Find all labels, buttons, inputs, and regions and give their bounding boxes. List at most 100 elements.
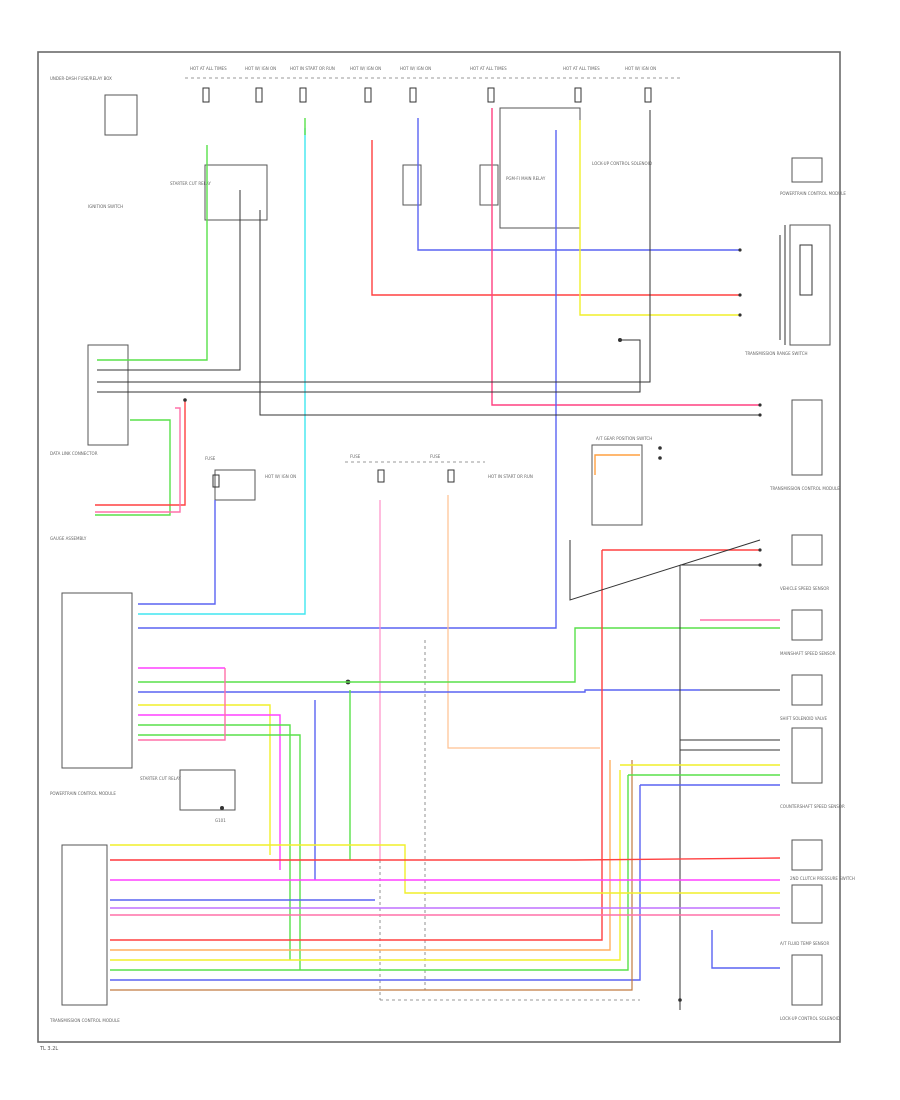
fuse-icon — [299, 87, 307, 103]
conn-box-a — [791, 534, 823, 566]
mainshaft-label: MAINSHAFT SPEED SENSOR — [780, 651, 836, 656]
wire-red-3 — [110, 550, 603, 941]
pin-dot — [758, 413, 762, 417]
wire-green-2 — [95, 419, 171, 516]
fuse-label-5: HOT W/ IGN ON — [400, 66, 431, 71]
mid-fuse-desc-1: HOT W/ IGN ON — [265, 474, 296, 479]
wire-green-1 — [97, 145, 208, 361]
top-fuse-labels: HOT AT ALL TIMES HOT W/ IGN ON HOT IN ST… — [50, 66, 656, 81]
pressure-label: 2ND CLUTCH PRESSURE SWITCH — [790, 876, 855, 881]
fuse-icon — [409, 87, 417, 103]
conn-box-f — [791, 884, 823, 924]
mid-fuse-box-1 — [214, 469, 256, 501]
pin-dot — [758, 403, 762, 407]
pin-dot — [618, 338, 622, 342]
wire-blue-3 — [138, 500, 216, 605]
conn-box-b — [791, 609, 823, 641]
pin-dot — [758, 548, 762, 552]
wire-orange-2 — [110, 760, 611, 951]
lockup-label-top: LOCK-UP CONTROL SOLENOID — [592, 161, 652, 166]
wire-pink-1 — [95, 407, 181, 513]
tcm-conn-box — [791, 399, 823, 476]
wire-green-4 — [138, 724, 291, 960]
tcm-left-connector — [61, 844, 108, 1006]
wire-blue-2 — [138, 130, 557, 629]
shift-lock-label: A/T GEAR POSITION SWITCH — [596, 436, 652, 441]
lockup-label: LOCK-UP CONTROL SOLENOID — [780, 1016, 840, 1021]
fuse-symbols — [202, 87, 652, 103]
ign-switch-label: IGNITION SWITCH — [88, 204, 123, 209]
conn-box-d — [791, 727, 823, 784]
pin-dot — [738, 313, 742, 317]
wire-blue-8 — [711, 930, 780, 969]
fuse-icon — [644, 87, 652, 103]
mid-fuse-label-3: FUSE — [430, 454, 441, 459]
conn-box-c — [791, 674, 823, 706]
pin-dot — [658, 456, 662, 460]
speed-sensor-label: VEHICLE SPEED SENSOR — [780, 586, 829, 591]
wire-beige — [447, 495, 600, 749]
fuse-icon — [364, 87, 372, 103]
mid-fuse-label-2: FUSE — [350, 454, 361, 459]
data-link-label: DATA LINK CONNECTOR — [50, 451, 98, 456]
pin-dot — [758, 563, 762, 567]
range-switch-contacts — [799, 244, 813, 296]
fuse-icon — [447, 469, 455, 483]
wire-red-5 — [110, 857, 781, 861]
starter-cut-relay-box — [204, 164, 268, 221]
fuse-label-4: HOT W/ IGN ON — [350, 66, 381, 71]
pcm-top-label: POWERTRAIN CONTROL MODULE — [780, 191, 846, 196]
wire-pink-4 — [138, 668, 226, 741]
wire-black-2 — [259, 210, 760, 416]
wire-black-3 — [97, 110, 651, 383]
starter-cut-relay-label: STARTER CUT RELAY — [170, 181, 211, 186]
wire-blue-6 — [110, 785, 641, 981]
fuse-icon — [202, 87, 210, 103]
fuse-label-2: HOT W/ IGN ON — [245, 66, 276, 71]
pin-dot — [738, 293, 742, 297]
wire-green-7 — [110, 775, 629, 971]
solenoid-label: SHIFT SOLENOID VALVE — [780, 716, 828, 721]
data-link-box — [87, 344, 129, 446]
wire-yellow-4 — [110, 844, 780, 894]
wire-brown — [110, 760, 633, 991]
fuse-icon — [255, 87, 263, 103]
tcm-conn-label: TRANSMISSION CONTROL MODULE — [769, 486, 840, 491]
fuse-label-8: HOT W/ IGN ON — [625, 66, 656, 71]
mid-fuse-label-1: FUSE — [205, 456, 216, 461]
range-switch-label: TRANSMISSION RANGE SWITCH — [744, 351, 808, 356]
wire-blue-1 — [417, 118, 740, 251]
pcm-left-connector — [61, 592, 133, 769]
tcm-label: TRANSMISSION CONTROL MODULE — [49, 1018, 120, 1023]
wire-orange — [594, 454, 640, 475]
top-right-connector — [791, 157, 823, 183]
wire-magenta-2 — [138, 714, 281, 870]
wire-black-7 — [569, 539, 761, 601]
fuse-label-1: HOT AT ALL TIMES — [190, 66, 227, 71]
wire-black-4 — [97, 339, 641, 393]
fuse-icon — [487, 87, 495, 103]
conn-box-g — [791, 954, 823, 1006]
pin-dot — [658, 446, 662, 450]
wire-black-1 — [97, 190, 241, 371]
left-top-label: UNDER-DASH FUSE/RELAY BOX — [50, 76, 112, 81]
main-relay-box — [499, 107, 581, 229]
fuse-icon — [377, 469, 385, 483]
wire-green-5 — [138, 734, 301, 970]
wire-yellow-2 — [138, 704, 271, 855]
wire-red-1 — [95, 400, 186, 506]
conn-box-e — [791, 839, 823, 871]
relay-box-2 — [402, 164, 422, 206]
starter-relay-label: STARTER CUT RELAY — [140, 776, 181, 781]
wire-cyan — [138, 128, 306, 615]
shift-lock-box — [591, 444, 643, 526]
pcm-label: POWERTRAIN CONTROL MODULE — [50, 791, 116, 796]
pin-dot — [738, 248, 742, 252]
wire-yellow-3 — [110, 770, 621, 961]
fuse-label-6: HOT AT ALL TIMES — [470, 66, 507, 71]
ground-dot — [220, 806, 224, 810]
wire-pink-3 — [110, 500, 381, 861]
temp-sensor-label: A/T FLUID TEMP SENSOR — [780, 941, 829, 946]
ground-label: G101 — [215, 818, 226, 823]
